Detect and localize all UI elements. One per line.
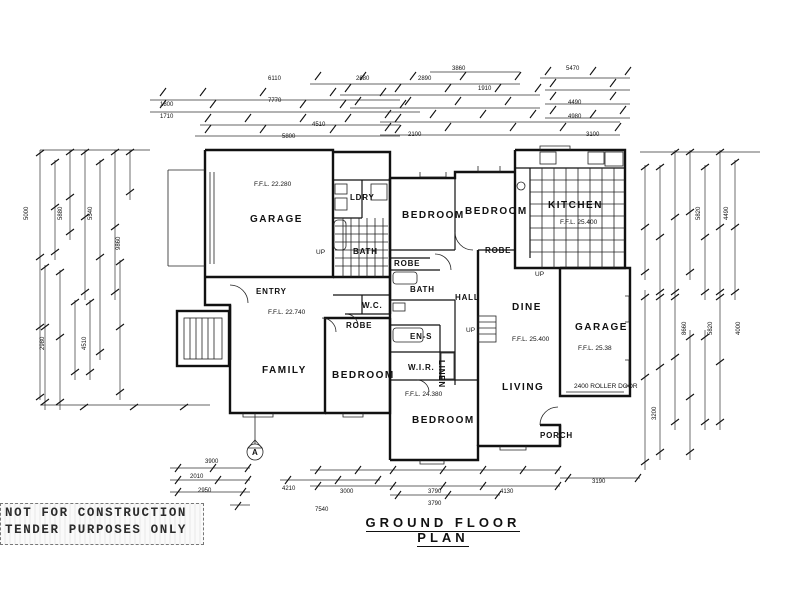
kitchen-tile-grid bbox=[530, 168, 625, 268]
room-garage-left: GARAGE bbox=[250, 214, 303, 225]
dim-top-15: 2100 bbox=[408, 132, 422, 138]
dim-bottom-10: 3190 bbox=[592, 479, 606, 485]
windows bbox=[242, 145, 630, 465]
dim-bottom-2: 2010 bbox=[190, 474, 204, 480]
dim-bottom-9: 4130 bbox=[500, 489, 514, 495]
dim-left-4: 9860 bbox=[116, 236, 122, 250]
exterior-walls bbox=[167, 148, 632, 462]
dim-top-13: 4980 bbox=[568, 114, 582, 120]
room-bedroom-2: BEDROOM bbox=[465, 206, 528, 217]
room-entry: ENTRY bbox=[256, 287, 287, 296]
room-robe-lower: ROBE bbox=[394, 259, 420, 268]
room-robe-mid: ROBE bbox=[485, 246, 511, 255]
dim-bottom-1: 3900 bbox=[205, 459, 219, 465]
room-linen: LINEN bbox=[437, 360, 446, 388]
room-kitchen: KITCHEN bbox=[548, 200, 603, 211]
interior-walls bbox=[333, 167, 625, 385]
dim-left-6: 4510 bbox=[82, 336, 88, 350]
dim-top-8: 1800 bbox=[160, 102, 174, 108]
section-marker-label: A bbox=[252, 448, 259, 457]
fixtures bbox=[334, 151, 624, 380]
room-bath-mid: BATH bbox=[410, 285, 435, 294]
dim-ticks-right bbox=[640, 148, 740, 466]
dim-right-4: 5820 bbox=[708, 321, 714, 335]
level-entry: F.F.L. 22.740 bbox=[268, 309, 306, 316]
dim-right-5: 4000 bbox=[736, 321, 742, 335]
plan-title: GROUND FLOOR PLAN bbox=[352, 515, 534, 547]
dim-top-11: 1910 bbox=[478, 86, 492, 92]
dim-top-14: 3100 bbox=[586, 132, 600, 138]
room-porch: PORCH bbox=[540, 431, 573, 440]
room-wc: W.C. bbox=[362, 301, 383, 310]
stair-up-hall: UP bbox=[466, 327, 475, 334]
dim-ticks-bottom bbox=[174, 463, 642, 511]
room-bedroom-3: BEDROOM bbox=[332, 370, 395, 381]
room-ens: EN-S bbox=[410, 332, 432, 341]
dim-right-2: 4490 bbox=[724, 206, 730, 220]
dim-bottom-4: 4210 bbox=[282, 486, 296, 492]
dimension-values: 6110 7770 4510 2680 2890 3860 5470 1800 … bbox=[24, 66, 742, 513]
dim-top-1: 6110 bbox=[268, 76, 282, 82]
dim-left-3: 5540 bbox=[88, 206, 94, 220]
dim-top-3: 4510 bbox=[312, 122, 326, 128]
stair-up-left: UP bbox=[316, 249, 325, 256]
dim-bottom-3: 2950 bbox=[198, 488, 212, 494]
level-kitchen: F.F.L. 25.400 bbox=[560, 219, 598, 226]
dim-left-2: 5880 bbox=[58, 206, 64, 220]
dim-bottom-8: 3790 bbox=[428, 501, 442, 507]
dim-bottom-6: 3000 bbox=[340, 489, 354, 495]
dim-top-7: 5470 bbox=[566, 66, 580, 72]
room-living: LIVING bbox=[502, 382, 544, 393]
not-for-construction-stamp: NOT FOR CONSTRUCTION TENDER PURPOSES ONL… bbox=[0, 503, 204, 545]
dim-bottom-5: 7540 bbox=[315, 507, 329, 513]
dim-ticks-left bbox=[35, 148, 189, 411]
dim-right-1: 5820 bbox=[696, 206, 702, 220]
door-swings bbox=[229, 231, 559, 426]
dim-right-3: 8660 bbox=[682, 321, 688, 335]
dim-top-6: 3860 bbox=[452, 66, 466, 72]
dim-top-10: 5800 bbox=[282, 134, 296, 140]
room-garage-right: GARAGE bbox=[575, 322, 628, 333]
dim-top-12: 4490 bbox=[568, 100, 582, 106]
stamp-line-2: TENDER PURPOSES ONLY bbox=[5, 523, 188, 537]
level-dine: F.F.L. 25.400 bbox=[512, 336, 550, 343]
section-marker: A bbox=[246, 413, 264, 461]
level-bedroom-4: F.F.L. 24.380 bbox=[405, 391, 443, 398]
room-family: FAMILY bbox=[262, 365, 307, 376]
dim-top-9: 1710 bbox=[160, 114, 174, 120]
dim-top-2: 7770 bbox=[268, 98, 282, 104]
level-garage-right: F.F.L. 25.38 bbox=[578, 345, 612, 352]
dimension-lines bbox=[35, 66, 760, 511]
dim-ticks-top bbox=[159, 66, 632, 134]
plan-title-text: GROUND FLOOR PLAN bbox=[365, 515, 521, 547]
room-hall: HALL bbox=[455, 293, 480, 302]
room-robe-upper: ROBE bbox=[346, 321, 372, 330]
level-garage-left: F.F.L. 22.280 bbox=[254, 181, 292, 188]
stair-up-kitchen: UP bbox=[535, 271, 544, 278]
room-bedroom-4: BEDROOM bbox=[412, 415, 475, 426]
stamp-line-1: NOT FOR CONSTRUCTION bbox=[5, 506, 188, 520]
dim-right-6: 3200 bbox=[652, 406, 658, 420]
dim-left-1: 5000 bbox=[24, 206, 30, 220]
dim-bottom-7: 3790 bbox=[428, 489, 442, 495]
room-bath-upper: BATH bbox=[353, 247, 378, 256]
room-wir: W.I.R. bbox=[408, 363, 435, 372]
dim-left-5: 2980 bbox=[40, 336, 46, 350]
room-bedroom-1: BEDROOM bbox=[402, 210, 465, 221]
roller-door-label: 2400 ROLLER DOOR bbox=[574, 383, 638, 390]
dim-top-5: 2890 bbox=[418, 76, 432, 82]
dim-top-4: 2680 bbox=[356, 76, 370, 82]
room-labels: GARAGE F.F.L. 22.280 LDRY BATH W.C. ROBE… bbox=[250, 181, 638, 440]
room-laundry: LDRY bbox=[350, 193, 375, 202]
room-dine: DINE bbox=[512, 302, 542, 313]
bath-tile-grid bbox=[333, 218, 388, 277]
